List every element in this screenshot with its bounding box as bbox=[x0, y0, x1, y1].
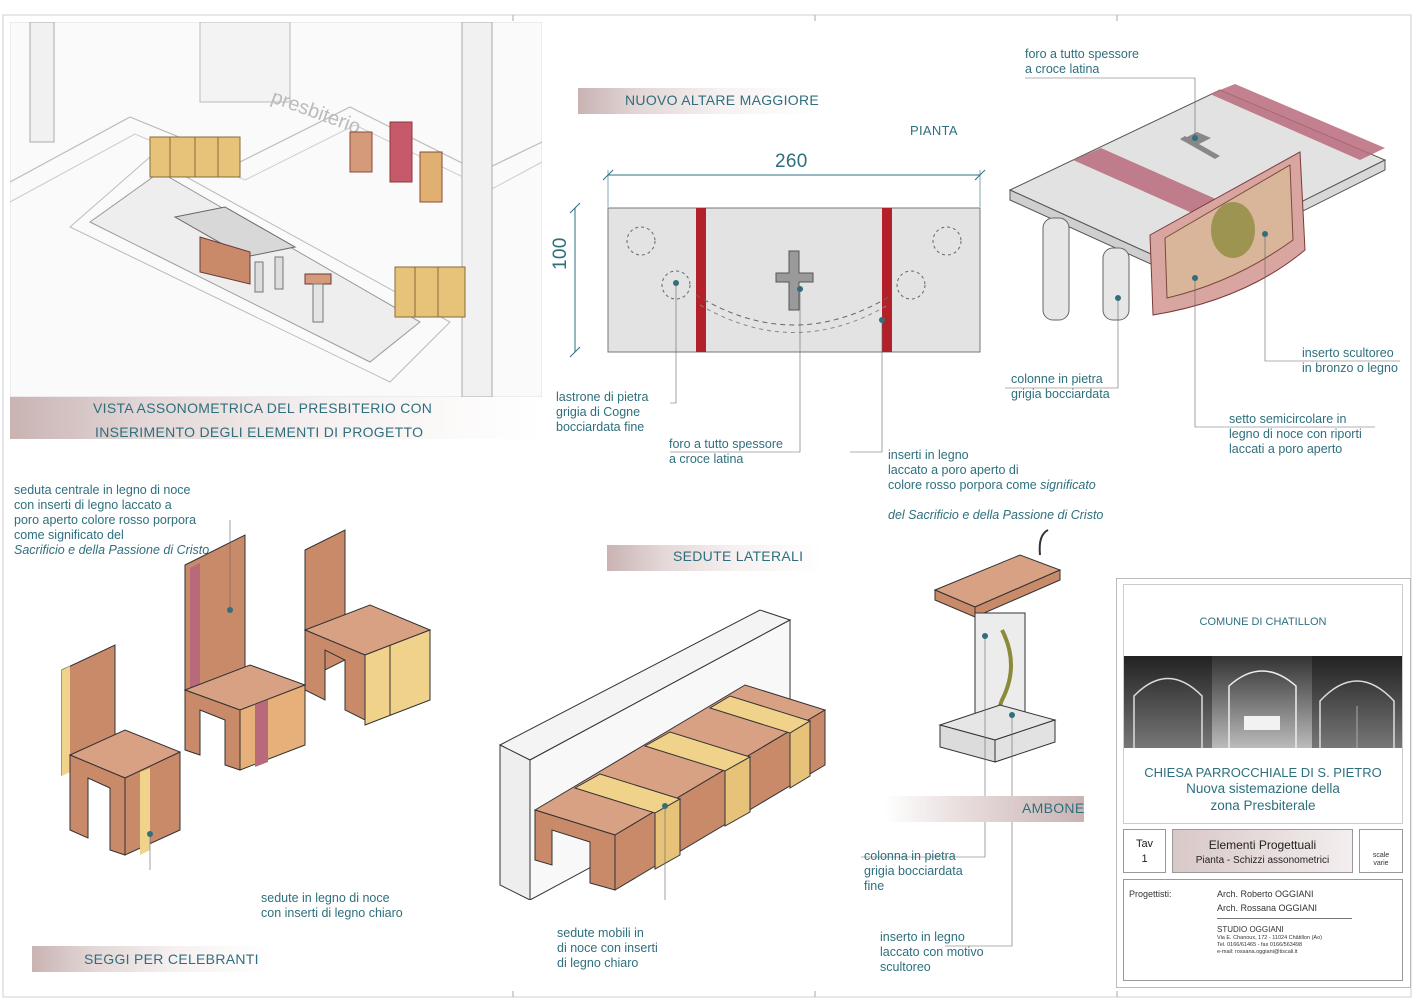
ambo-title-band bbox=[884, 796, 1084, 822]
chair-left bbox=[61, 644, 182, 856]
ambo-leaders bbox=[861, 636, 1013, 947]
church-name: CHIESA PARROCCHIALE DI S. PIETRO bbox=[1144, 765, 1382, 780]
chair-right bbox=[303, 529, 432, 726]
axo-altar bbox=[173, 206, 297, 293]
lateral-seats-title: SEDUTE LATERALI bbox=[673, 548, 804, 564]
depth-dimension: 100 bbox=[550, 237, 571, 270]
note-mobile-seats: sedute mobili in di noce con inserti di … bbox=[557, 926, 658, 970]
elements-box bbox=[1172, 829, 1353, 873]
altar-axonometric-sketch bbox=[1008, 84, 1387, 321]
studio-name: STUDIO OGGIANI bbox=[1217, 925, 1284, 934]
plan-label: PIANTA bbox=[910, 123, 958, 138]
celebrant-chairs-sketch bbox=[61, 520, 432, 870]
ambo-title: AMBONE bbox=[1022, 800, 1085, 816]
axo-celebrant-chairs bbox=[349, 121, 443, 203]
lateral-seats-title-band bbox=[607, 545, 822, 571]
subtitle-line-1: Nuova sistemazione della bbox=[1186, 781, 1340, 796]
designers-divider bbox=[1217, 918, 1352, 919]
designers-label: Progettisti: bbox=[1129, 889, 1172, 899]
celebrants-title-band bbox=[32, 946, 272, 972]
note-altar-stone: lastrone di pietra grigia di Cogne bocci… bbox=[556, 390, 649, 434]
tav-label: Tav bbox=[1135, 838, 1154, 850]
designer-2: Arch. Rossana OGGIANI bbox=[1217, 903, 1318, 913]
presbytery-axonometric-sketch: presbiterio bbox=[10, 22, 542, 397]
axo-lateral-seats-left bbox=[149, 136, 241, 178]
axo-title-line-1: VISTA ASSONOMETRICA DEL PRESBITERIO CON bbox=[93, 400, 433, 416]
note-semicircle: setto semicircolare in legno di noce con… bbox=[1229, 412, 1362, 456]
altar-plan-leaders bbox=[670, 282, 883, 453]
axo-title-band bbox=[10, 397, 542, 439]
note-central-seat: seduta centrale in legno di noce con ins… bbox=[14, 483, 210, 557]
scale-label: scale varie bbox=[1372, 852, 1390, 867]
scale-box bbox=[1359, 829, 1403, 873]
axo-ambo bbox=[304, 273, 332, 323]
comune-label: COMUNE DI CHATILLON bbox=[1199, 616, 1327, 628]
church-photos bbox=[1124, 656, 1402, 748]
note-sculpt-insert: inserto scultoreo in bronzo o legno bbox=[1302, 346, 1398, 375]
designer-1: Arch. Roberto OGGIANI bbox=[1217, 889, 1314, 899]
axo-title-line-2: INSERIMENTO DEGLI ELEMENTI DI PROGETTO bbox=[95, 424, 424, 440]
altar-title: NUOVO ALTARE MAGGIORE bbox=[625, 92, 820, 108]
lateral-seats-sketch bbox=[498, 609, 827, 900]
studio-details: Via E. Chanoux, 172 - 11024 Châtillon (A… bbox=[1217, 935, 1322, 955]
width-dimension: 260 bbox=[775, 151, 808, 172]
axo-lateral-seats-right bbox=[394, 266, 466, 318]
note-walnut-seats: sedute in legno di noce con inserti di l… bbox=[261, 891, 403, 920]
subtitle-line-2: zona Presbiterale bbox=[1210, 798, 1316, 813]
elements-subtitle: Pianta - Schizzi assonometrici bbox=[1195, 855, 1330, 866]
note-altar-wood-inserts: inserti in legno laccato a poro aperto d… bbox=[888, 448, 1104, 522]
note-columns: colonne in pietra grigia bocciardata bbox=[1011, 372, 1110, 401]
altar-axo-leaders bbox=[1005, 77, 1400, 428]
tav-box bbox=[1123, 829, 1166, 873]
note-axo-cross-hole: foro a tutto spessore a croce latina bbox=[1025, 47, 1139, 76]
altar-title-band bbox=[578, 88, 818, 114]
note-altar-cross-hole: foro a tutto spessore a croce latina bbox=[669, 437, 783, 466]
note-ambo-insert: inserto in legno laccato con motivo scul… bbox=[880, 930, 984, 974]
celebrants-title: SEGGI PER CELEBRANTI bbox=[84, 951, 259, 967]
altar-plan-drawing bbox=[569, 169, 986, 358]
ambo-sketch bbox=[933, 529, 1062, 763]
designers-box bbox=[1123, 879, 1403, 981]
note-ambo-column: colonna in pietra grigia bocciardata fin… bbox=[864, 849, 963, 893]
tav-number: 1 bbox=[1141, 853, 1148, 865]
chair-center bbox=[183, 534, 307, 771]
elements-title: Elementi Progettuali bbox=[1208, 838, 1317, 852]
